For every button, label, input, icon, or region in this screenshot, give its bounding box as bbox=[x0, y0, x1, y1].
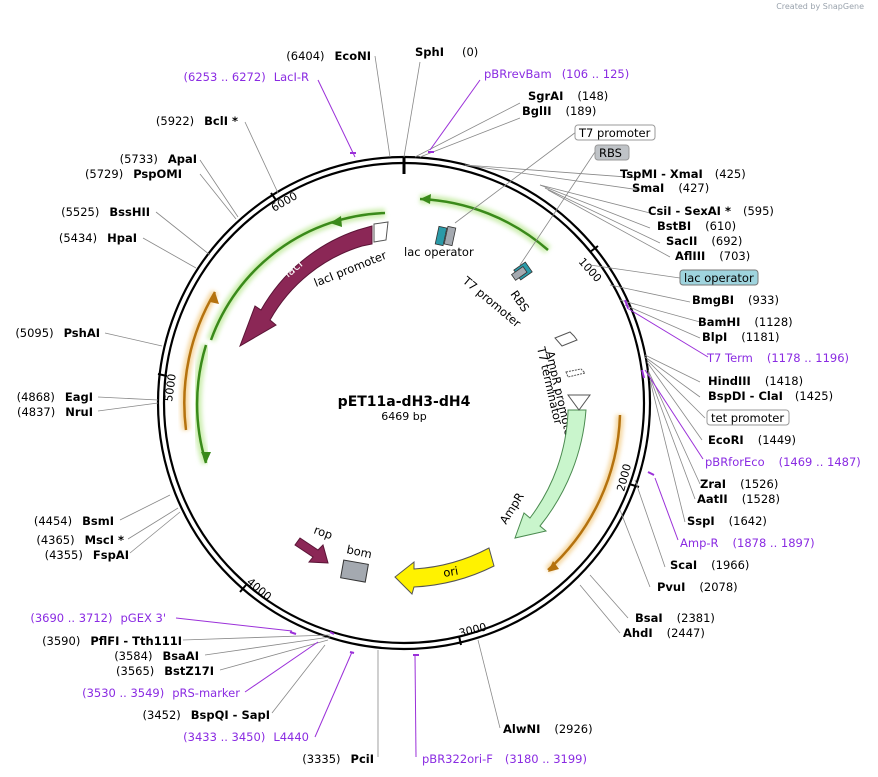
leader-lines-left bbox=[97, 55, 391, 757]
lac-operator-feature[interactable] bbox=[434, 225, 457, 247]
site-label[interactable]: BsaI(2381) bbox=[635, 611, 715, 625]
site-label[interactable]: BglII(189) bbox=[522, 104, 596, 118]
site-label[interactable]: AatII(1528) bbox=[697, 492, 780, 506]
orf-arrowhead bbox=[330, 216, 342, 227]
site-label[interactable]: SacII(692) bbox=[666, 234, 742, 248]
site-label[interactable]: EcoRI(1449) bbox=[708, 433, 796, 447]
site-label[interactable]: SspI(1642) bbox=[687, 514, 767, 528]
site-label[interactable]: TspMI - XmaI(425) bbox=[620, 167, 746, 181]
primer-label[interactable]: (3690 .. 3712)pGEX 3' bbox=[30, 611, 166, 625]
rop-feature[interactable] bbox=[294, 537, 329, 564]
box-tet-promoter[interactable]: tet promoter bbox=[706, 409, 790, 426]
primer-label[interactable]: T7 Term(1178 .. 1196) bbox=[706, 351, 849, 365]
restriction-sites-left: (6404)EcoNI (5922)BclI * (5733)ApaI (572… bbox=[15, 49, 374, 766]
box-lac-operator[interactable]: lac operator bbox=[679, 269, 759, 286]
plasmid-size: 6469 bp bbox=[381, 410, 426, 423]
tick-1000: 1000 bbox=[576, 255, 604, 285]
leader-lines bbox=[403, 61, 706, 729]
box-t7-promoter[interactable]: T7 promoter bbox=[574, 124, 656, 141]
site-label[interactable]: CsiI - SexAI *(595) bbox=[648, 204, 774, 218]
primer-label[interactable]: pBR322ori-F(3180 .. 3199) bbox=[422, 752, 587, 766]
orf-arrowhead bbox=[548, 561, 559, 572]
rop-label: rop bbox=[312, 523, 334, 543]
site-label[interactable]: SphI(0) bbox=[415, 45, 478, 59]
site-label[interactable]: ZraI(1526) bbox=[700, 477, 778, 491]
primer-labels: (6253 .. 6272)LacI-R pBRrevBam(106 .. 12… bbox=[30, 67, 860, 766]
site-label[interactable]: (3565)BstZ17I bbox=[116, 664, 214, 678]
site-label[interactable]: BlpI(1181) bbox=[702, 330, 779, 344]
primer-label[interactable]: pBRforEco(1469 .. 1487) bbox=[705, 455, 861, 469]
lacI-feature[interactable] bbox=[239, 221, 389, 348]
tick-5000: 5000 bbox=[162, 373, 179, 403]
primer-label[interactable]: pBRrevBam(106 .. 125) bbox=[484, 67, 629, 81]
box-label: RBS bbox=[599, 146, 622, 160]
site-label[interactable]: (4454)BsmI bbox=[34, 514, 114, 528]
primer-label[interactable]: (3530 .. 3549)pRS-marker bbox=[82, 686, 240, 700]
ori-feature[interactable] bbox=[394, 547, 495, 595]
site-label[interactable]: BamHI(1128) bbox=[698, 315, 793, 329]
primer-label[interactable]: (6253 .. 6272)LacI-R bbox=[184, 70, 309, 84]
box-label: T7 promoter bbox=[578, 126, 651, 140]
site-label[interactable]: AlwNI(2926) bbox=[503, 722, 593, 736]
site-label[interactable]: (6404)EcoNI bbox=[286, 49, 371, 63]
site-label[interactable]: (4868)EagI bbox=[17, 390, 93, 404]
site-label[interactable]: (3452)BspQI - SapI bbox=[143, 708, 270, 722]
bom-feature[interactable] bbox=[340, 559, 369, 583]
site-label[interactable]: (5525)BssHII bbox=[61, 205, 150, 219]
primer-lines bbox=[175, 79, 709, 758]
site-label[interactable]: (5434)HpaI bbox=[59, 231, 137, 245]
site-label[interactable]: (5733)ApaI bbox=[120, 152, 197, 166]
restriction-sites-right: SphI(0) SgrAI(148) BglII(189) TspMI - Xm… bbox=[415, 45, 833, 736]
site-label[interactable]: HindIII(1418) bbox=[708, 374, 803, 388]
ampr-promoter-arrow[interactable] bbox=[554, 331, 578, 347]
box-rbs[interactable]: RBS bbox=[594, 144, 630, 161]
box-label: lac operator bbox=[684, 271, 754, 285]
site-label[interactable]: (3584)BsaAI bbox=[114, 649, 199, 663]
boxed-feature-labels: T7 promoter RBS lac operator tet promote… bbox=[574, 124, 790, 426]
primer-label[interactable]: Amp-R(1878 .. 1897) bbox=[680, 536, 815, 550]
site-label[interactable]: (5095)PshAI bbox=[15, 326, 100, 340]
t7-terminator-mark[interactable] bbox=[565, 368, 586, 378]
ori-label: ori bbox=[442, 564, 459, 580]
rbs-feature[interactable] bbox=[510, 261, 533, 281]
ampr-feature[interactable] bbox=[514, 394, 591, 539]
orf-arrowhead bbox=[420, 194, 431, 204]
site-label[interactable]: (5729)PspOMI bbox=[85, 167, 182, 181]
orf-arrowhead bbox=[210, 292, 219, 304]
primer-label[interactable]: (3433 .. 3450)L4440 bbox=[183, 730, 309, 744]
site-label[interactable]: (4355)FspAI bbox=[45, 548, 129, 562]
site-label[interactable]: AflIII(703) bbox=[675, 249, 750, 263]
bom-label: bom bbox=[345, 542, 373, 561]
site-label[interactable]: BspDI - ClaI(1425) bbox=[708, 389, 833, 403]
lac-operator-label: lac operator bbox=[404, 245, 474, 259]
site-label[interactable]: SmaI(427) bbox=[632, 181, 709, 195]
site-label[interactable]: ScaI(1966) bbox=[670, 558, 749, 572]
site-label[interactable]: (3335)PciI bbox=[302, 752, 374, 766]
site-label[interactable]: (4365)MscI * bbox=[36, 533, 124, 547]
site-label[interactable]: (5922)BclI * bbox=[156, 114, 238, 128]
site-label[interactable]: (4837)NruI bbox=[17, 405, 93, 419]
orf-arrowhead bbox=[201, 452, 211, 463]
site-label[interactable]: BstBI(610) bbox=[657, 219, 736, 233]
site-label[interactable]: BmgBI(933) bbox=[692, 293, 779, 307]
tick-4000: 4000 bbox=[244, 575, 274, 603]
site-label[interactable]: PvuI(2078) bbox=[657, 580, 738, 594]
site-label[interactable]: SgrAI(148) bbox=[528, 89, 608, 103]
box-label: tet promoter bbox=[711, 411, 784, 425]
plasmid-name: pET11a-dH3-dH4 bbox=[338, 394, 471, 410]
snapgene-credit: Created by SnapGene bbox=[776, 2, 864, 11]
site-label[interactable]: AhdI(2447) bbox=[623, 626, 705, 640]
orf-arcs bbox=[180, 194, 624, 573]
site-label[interactable]: (3590)PflFI - Tth111I bbox=[42, 634, 182, 648]
